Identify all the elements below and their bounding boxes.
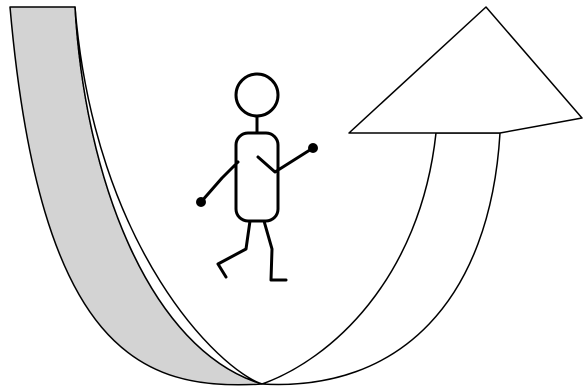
stick-figure (196, 74, 318, 280)
figure-head (236, 74, 278, 116)
arrow-back-band (10, 7, 262, 385)
figure-left-leg (218, 221, 250, 277)
figure-body (236, 133, 278, 221)
figure-right-leg (264, 221, 286, 280)
arrow-head (349, 7, 582, 133)
figure-left-arm (201, 162, 238, 202)
figure-right-hand (308, 143, 318, 153)
figure-left-hand (196, 197, 206, 207)
curved-arrow (10, 7, 582, 385)
